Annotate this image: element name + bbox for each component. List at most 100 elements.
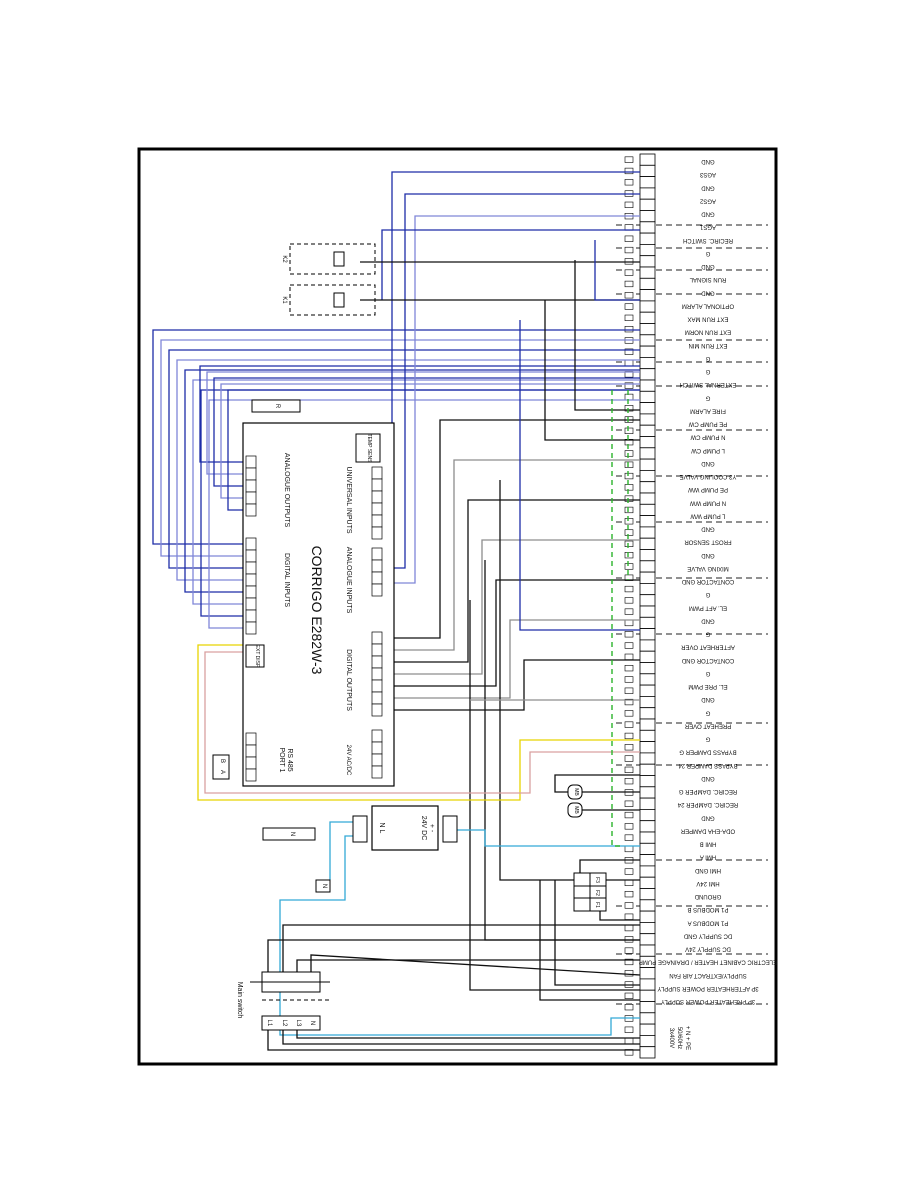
terminal-screw <box>624 800 634 807</box>
relay-k2: K2 <box>281 243 376 275</box>
wire <box>160 339 640 557</box>
wire <box>554 880 640 986</box>
wire <box>267 1016 640 1051</box>
terminal-label: PE PUMP WW <box>688 486 728 492</box>
terminal-screw <box>624 811 634 819</box>
terminal-label: GND <box>701 158 715 164</box>
wire <box>279 835 640 1036</box>
port-title: PORT 1 <box>278 747 285 772</box>
supply-note: 3x400V 50/60Hz + N + PE <box>668 1026 690 1050</box>
terminal-label: AGS1 <box>699 224 716 230</box>
terminal-block <box>639 458 656 471</box>
terminal-block <box>639 176 656 189</box>
universal-input-terminal <box>371 526 383 540</box>
digital-input-terminal <box>245 585 257 599</box>
terminal-block <box>639 809 656 822</box>
wire <box>554 774 640 793</box>
terminal-label: EXT RUN NORM <box>685 329 731 335</box>
wire <box>282 924 640 972</box>
terminal-screw <box>624 405 634 412</box>
digital-input-terminal <box>245 549 257 563</box>
supply-terminal <box>371 729 383 743</box>
terminal-screw <box>624 924 634 932</box>
terminal-screw <box>624 970 634 977</box>
terminal-screw <box>624 676 634 683</box>
terminal-screw <box>624 665 634 672</box>
terminal-block <box>639 820 656 833</box>
terminal-block <box>639 560 656 573</box>
drawing-frame <box>137 147 778 1066</box>
terminal-block <box>639 741 656 754</box>
terminal-block <box>639 187 656 200</box>
terminal-screw <box>624 947 634 954</box>
port-terminal <box>245 744 257 758</box>
analogue-input-terminal <box>371 547 383 561</box>
terminal-block <box>639 255 656 268</box>
analogue-output-terminal <box>245 503 257 517</box>
terminal-screw <box>624 450 634 457</box>
terminal-label: DC SUPPLY GND <box>683 932 732 938</box>
terminal-screw <box>624 382 634 389</box>
universal-inputs-label: UNIVERSAL INPUTS <box>345 466 352 533</box>
wire <box>574 260 640 411</box>
analogue-output-terminal <box>245 491 257 505</box>
wire <box>296 959 640 972</box>
terminal-label: GND <box>701 289 715 295</box>
terminal-block <box>639 1035 656 1048</box>
terminal-block <box>639 922 656 935</box>
terminal-screw <box>624 755 634 762</box>
supply-note-line-2: 50/60Hz <box>676 1027 682 1049</box>
terminal-block <box>639 594 656 607</box>
svg-text:N: N <box>309 1021 315 1025</box>
terminal-screw <box>624 698 634 706</box>
terminal-block <box>639 786 656 799</box>
terminal-label: L PUMP WW <box>690 512 725 518</box>
wire <box>382 659 640 711</box>
relay-k2-label: K2 <box>281 255 287 263</box>
terminal-block <box>639 503 656 516</box>
terminal-block <box>639 345 656 358</box>
terminal-label: EXTERNAL SWITCH <box>680 381 737 387</box>
terminal-block <box>639 910 656 923</box>
terminal-block <box>639 300 656 313</box>
terminal-label: CONTACTOR GND <box>681 657 734 663</box>
ext-disp-box <box>245 644 265 668</box>
terminal-screw <box>624 235 634 242</box>
terminal-screw <box>624 585 634 593</box>
svg-text:N: N <box>289 832 295 836</box>
analogue-outputs-label: ANALOGUE OUTPUTS <box>283 453 290 528</box>
terminal-screw <box>624 439 634 446</box>
n-terminal-mid <box>315 879 331 893</box>
terminal-label: EL. AFT PWM <box>689 604 727 610</box>
wire <box>382 499 640 663</box>
terminal-block <box>639 1023 656 1036</box>
terminal-block <box>639 198 656 211</box>
terminal-screw <box>624 303 634 310</box>
supply-terminal <box>371 765 383 779</box>
terminal-label: GND <box>701 696 715 702</box>
terminal-screw <box>624 721 634 728</box>
digital-output-terminal <box>371 655 383 669</box>
universal-input-terminal <box>371 478 383 492</box>
terminal-block <box>639 424 656 437</box>
terminal-screw <box>624 495 634 502</box>
terminal-label: GND <box>701 617 715 623</box>
terminal-block <box>639 390 656 403</box>
terminal-label: OPTIONAL ALARM <box>682 302 734 308</box>
terminal-label: GND <box>701 775 715 781</box>
wire <box>220 383 640 499</box>
rs485-connector: B A <box>212 754 230 780</box>
terminal-block <box>639 153 656 166</box>
terminal-screw <box>624 710 634 717</box>
analogue-output-terminal <box>245 467 257 481</box>
terminal-screw <box>624 179 634 186</box>
terminal-block <box>639 571 656 584</box>
terminal-block <box>639 865 656 878</box>
terminal-block <box>639 549 656 562</box>
terminal-label: ODA-EHA DAMPER <box>680 827 735 833</box>
digital-output-terminal <box>371 643 383 657</box>
terminal-label: AGS3 <box>699 171 716 177</box>
port-terminal <box>245 768 257 782</box>
terminal-label: 3P PREHEATER POWER SUPPLY <box>661 998 755 1004</box>
